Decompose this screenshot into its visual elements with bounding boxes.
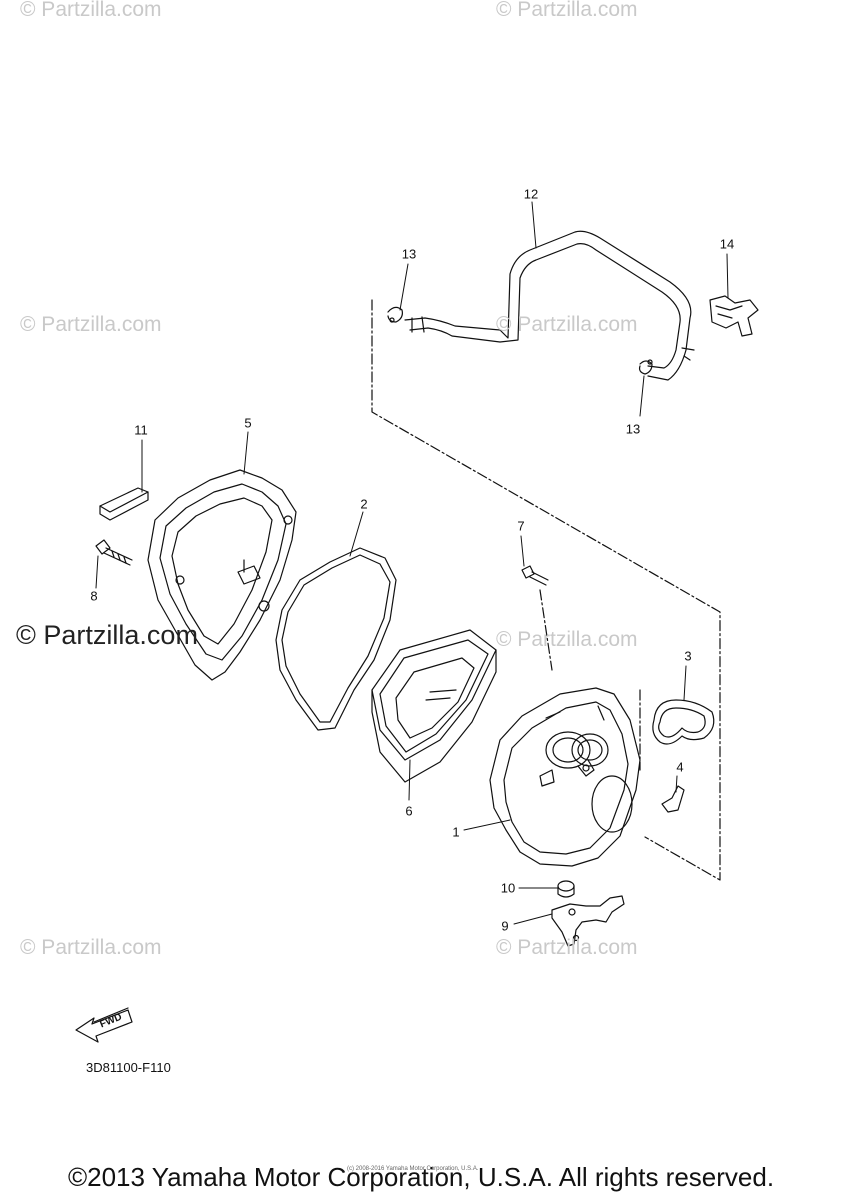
clamp-4 (661, 785, 685, 813)
callout-8: 8 (90, 588, 98, 604)
callout-13: 13 (625, 421, 641, 437)
callout-9: 9 (501, 918, 509, 934)
forward-arrow-icon (75, 1007, 133, 1043)
tiny-notice: (c) 2008-2016 Yamaha Motor Corporation, … (347, 1166, 479, 1172)
watermark: © Partzilla.com (496, 313, 638, 336)
grommet (557, 880, 575, 898)
copyright-footer: ©2013 Yamaha Motor Corporation, U.S.A. A… (67, 1162, 775, 1192)
watermark: © Partzilla.com (496, 628, 638, 651)
air-cleaner-cover (147, 469, 297, 681)
air-filter-element (371, 629, 497, 783)
callout-5: 5 (244, 415, 252, 431)
watermark: © Partzilla.com (20, 0, 162, 21)
assembly-frame-line-left (539, 589, 641, 771)
callout-13: 13 (401, 246, 417, 262)
watermark-main: © Partzilla.com (16, 620, 198, 650)
bracket (551, 895, 625, 947)
watermark: © Partzilla.com (496, 936, 638, 959)
callout-12: 12 (523, 186, 539, 202)
callout-7: 7 (517, 518, 525, 534)
breather-hose (404, 230, 695, 381)
callout-6: 6 (405, 803, 413, 819)
assembly-frame-line (371, 299, 721, 881)
callout-3: 3 (684, 648, 692, 664)
watermark: © Partzilla.com (20, 936, 162, 959)
seal-strip (99, 487, 149, 521)
watermark: © Partzilla.com (20, 313, 162, 336)
diagram-code: 3D81100-F110 (86, 1060, 171, 1075)
leader-lines (95, 201, 729, 925)
watermark: © Partzilla.com (496, 0, 638, 21)
hose-clip-upper (387, 306, 403, 323)
screw-8 (95, 539, 133, 566)
air-cleaner-case (489, 687, 641, 867)
callout-11: 11 (134, 422, 148, 438)
hose-holder (709, 295, 759, 337)
cover-gasket (275, 547, 397, 731)
callout-14: 14 (719, 236, 735, 252)
hose-clip-lower (638, 359, 653, 375)
callout-1: 1 (452, 824, 460, 840)
callout-4: 4 (676, 759, 684, 775)
screw-7 (521, 565, 549, 586)
intake-seal (652, 699, 715, 745)
callout-10: 10 (500, 880, 516, 896)
callout-2: 2 (360, 496, 368, 512)
